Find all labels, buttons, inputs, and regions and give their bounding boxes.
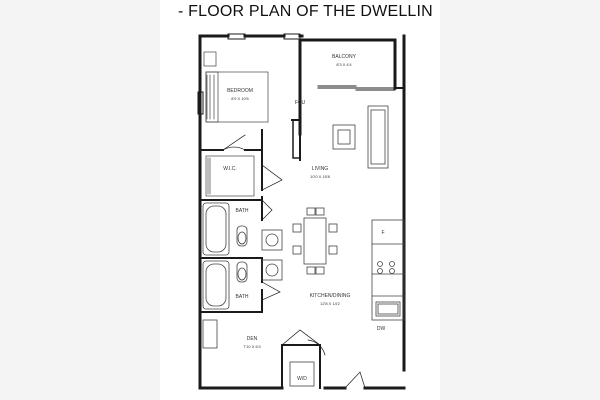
door-swings — [222, 134, 366, 389]
room-label-kitchen-dining: KITCHEN/DINING — [309, 293, 351, 299]
room-dims-kitchen-dining: 12'8 X 14'2 — [320, 301, 340, 306]
room-label-wd: W/D — [297, 376, 307, 382]
room-label-den: DEN — [246, 336, 258, 342]
den-desk — [202, 319, 218, 349]
room-label-fridge: F — [381, 230, 385, 236]
room-label-wic: W.I.C. — [223, 166, 237, 172]
washer-dryer — [289, 361, 315, 387]
room-label-living: LIVING — [311, 166, 329, 172]
three-dots-watermark-icon: ••• — [389, 371, 416, 386]
page-title: - FLOOR PLAN OF THE DWELLIN — [178, 3, 433, 20]
closet — [205, 155, 255, 197]
balcony-door — [317, 85, 396, 91]
room-dims-balcony: 8'3 X 4'4 — [336, 62, 352, 67]
room-label-bedroom: BEDROOM — [227, 88, 253, 94]
room-label-fcu: FCU — [294, 100, 306, 106]
room-label-bath-lower: BATH — [235, 294, 249, 300]
fcu-closet — [292, 119, 301, 159]
room-dims-bedroom: 8'9 X 10'6 — [231, 96, 249, 101]
room-label-dishwasher: DW — [376, 326, 386, 332]
room-label-balcony: BALCONY — [332, 54, 356, 60]
bedroom-furniture — [203, 51, 269, 123]
kitchen-counter — [371, 219, 405, 321]
windows — [197, 33, 301, 115]
dining-table — [292, 207, 338, 275]
room-dims-den: 7'10 X 6'4 — [243, 344, 261, 349]
living-furniture — [332, 105, 389, 169]
room-dims-living: 10'0 X 15'8 — [310, 174, 330, 179]
room-label-bath-upper: BATH — [235, 208, 249, 214]
lower-bath-fixtures — [202, 259, 283, 310]
upper-bath-fixtures — [202, 202, 283, 256]
interior-walls — [199, 87, 405, 389]
